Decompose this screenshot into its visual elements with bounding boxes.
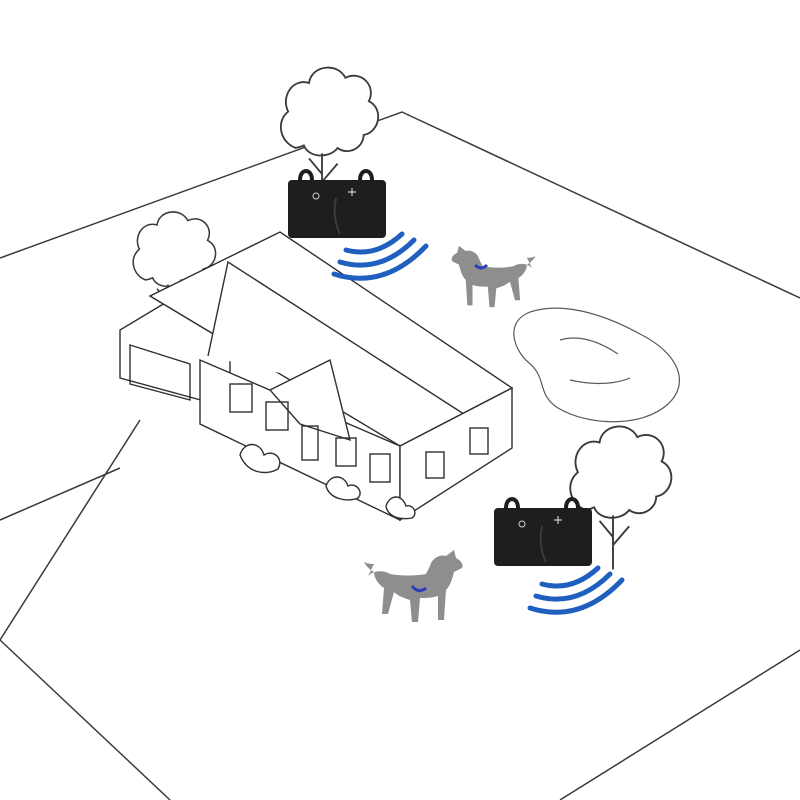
signal-waves: [530, 568, 622, 612]
house: [119, 231, 514, 522]
dog: [364, 550, 463, 622]
dog: [451, 245, 536, 308]
ultrasonic-device: [286, 169, 388, 240]
signal-waves: [334, 234, 426, 278]
ultrasonic-device: [492, 497, 594, 568]
pond: [513, 307, 681, 423]
yard-boundary: [0, 111, 800, 800]
